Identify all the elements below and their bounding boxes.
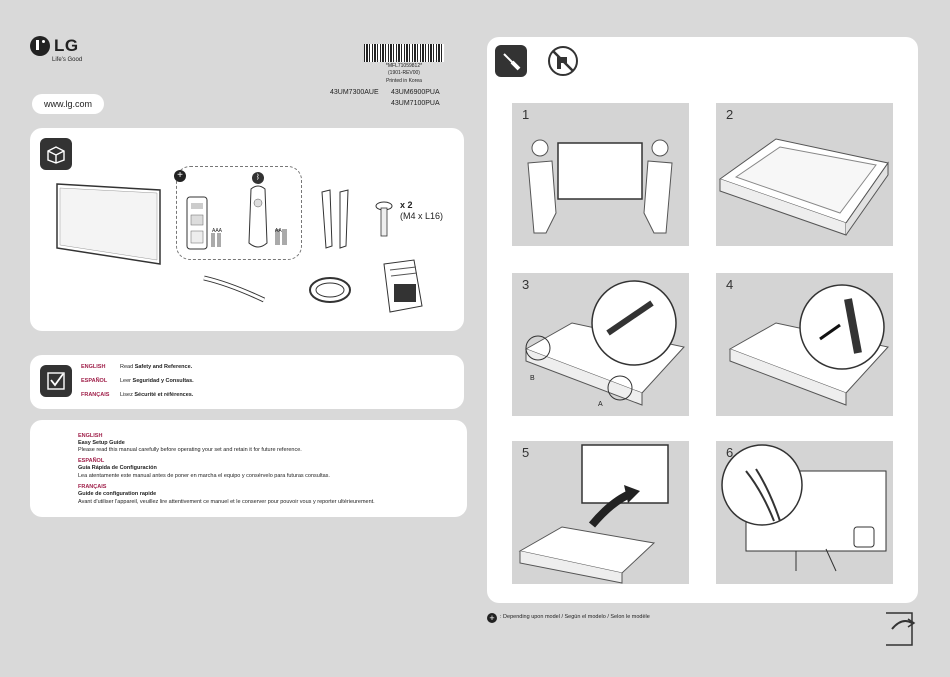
- guide-lang-fr: FRANÇAIS: [78, 484, 107, 490]
- footnote-plus-icon: +: [487, 613, 497, 623]
- safety-lang-es: ESPAÑOL: [81, 378, 108, 384]
- step-3-number: 3: [522, 277, 530, 292]
- label-a: A: [598, 401, 603, 408]
- screwdriver-icon: [495, 45, 527, 77]
- cable-holder: [203, 275, 266, 303]
- model-3: 43UM7100PUA: [391, 100, 440, 107]
- magic-remote: [248, 185, 287, 248]
- guide-text-fr: Avant d'utiliser l'appareil, veuillez li…: [78, 499, 375, 505]
- step-1-illustration: [527, 139, 673, 234]
- step-4-number: 4: [726, 277, 734, 292]
- printed-in: Printed in Korea: [386, 78, 422, 84]
- step-6-illustration: [721, 444, 887, 572]
- website-url[interactable]: www.lg.com: [32, 94, 104, 114]
- tv-illustration: [56, 183, 161, 265]
- manual-booklets: [383, 259, 423, 313]
- safety-text-en: Read Safety and Reference.: [120, 364, 193, 370]
- box-icon: [40, 138, 72, 170]
- model-1: 43UM7300AUE: [330, 89, 379, 96]
- battery-aa-label: AA: [275, 228, 282, 234]
- model-2: 43UM6900PUA: [391, 89, 440, 96]
- standard-remote: [186, 196, 221, 250]
- lg-logo: LG: [30, 36, 79, 56]
- screw-icon: [375, 201, 393, 237]
- brand-tagline: Life's Good: [52, 57, 83, 63]
- safety-text-fr: Lisez Sécurité et références.: [120, 392, 194, 398]
- checklist-icon: [40, 365, 72, 397]
- safety-lang-en: ENGLISH: [81, 364, 106, 370]
- safety-card: ENGLISH Read Safety and Reference. ESPAÑ…: [30, 355, 464, 409]
- guide-title-fr: Guide de configuration rapide: [78, 491, 157, 497]
- guide-text-en: Please read this manual carefully before…: [78, 447, 302, 453]
- assembly-steps-card: 1 2 3 B A 4: [487, 37, 918, 603]
- guide-lang-es: ESPAÑOL: [78, 458, 105, 464]
- barcode: [364, 44, 444, 62]
- lg-logo-icon: [30, 36, 50, 56]
- barcode-code: *MFL71059812*: [385, 63, 423, 69]
- remote-optional-group: [176, 166, 302, 260]
- step-5: 5: [512, 441, 689, 584]
- guide-lang-en: ENGLISH: [78, 433, 103, 439]
- barcode-revision: (1901-REV00): [388, 70, 420, 76]
- step-1-number: 1: [522, 107, 530, 122]
- step-2: 2: [716, 103, 893, 246]
- cable-tie: [309, 277, 351, 303]
- step-5-illustration: [518, 444, 669, 584]
- step-1: 1: [512, 103, 689, 246]
- screw-count: x 2: [400, 200, 413, 210]
- battery-aaa-label: AAA: [212, 228, 223, 234]
- step-6: 6: [716, 441, 893, 584]
- safety-text-es: Leer Seguridad y Consultas.: [120, 378, 194, 384]
- page-turn-icon: [886, 612, 916, 646]
- box-contents-card: + ᛒ AAA AA x 2 (M4 x L16): [30, 128, 464, 331]
- step-4-illustration: [728, 284, 889, 406]
- guide-card: ENGLISH Easy Setup Guide Please read thi…: [30, 420, 467, 517]
- no-electric-drill-icon: [547, 45, 579, 77]
- step-6-number: 6: [726, 445, 734, 460]
- guide-text-es: Lea atentamente este manual antes de pon…: [78, 473, 330, 479]
- step-2-number: 2: [726, 107, 734, 122]
- step-2-illustration: [718, 138, 889, 236]
- step-4: 4: [716, 273, 893, 416]
- step-3: 3 B A: [512, 273, 689, 416]
- safety-lang-fr: FRANÇAIS: [81, 392, 110, 398]
- label-b: B: [530, 375, 535, 382]
- guide-title-en: Easy Setup Guide: [78, 440, 125, 446]
- optional-plus-icon: +: [174, 170, 186, 182]
- bluetooth-icon: ᛒ: [252, 172, 264, 184]
- footnote-text: : Depending upon model / Según el modelo…: [500, 614, 650, 620]
- stand-legs: [321, 189, 349, 249]
- step-5-number: 5: [522, 445, 530, 460]
- screw-size: (M4 x L16): [400, 211, 444, 221]
- brand-name: LG: [54, 36, 79, 55]
- step-3-illustration: [524, 280, 685, 406]
- guide-title-es: Guía Rápida de Configuración: [78, 465, 157, 471]
